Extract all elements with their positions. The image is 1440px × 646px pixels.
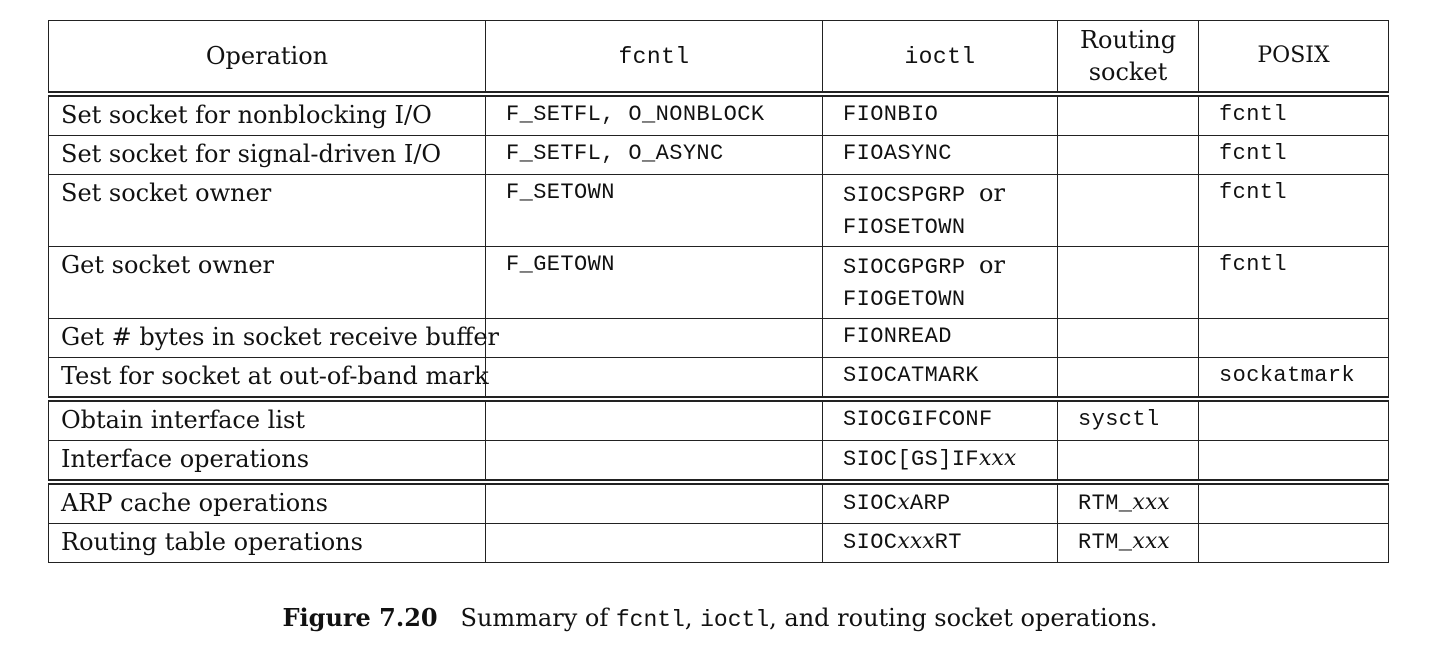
cell-fcntl: F_SETOWN	[485, 174, 823, 247]
ioctl-prefix: SIOC	[843, 491, 898, 516]
cell-posix: fcntl	[1198, 246, 1389, 319]
ioctl-prefix: SIOC[GS]IF	[843, 447, 980, 472]
cell-ioctl: SIOCGPGRP or FIOGETOWN	[822, 246, 1058, 319]
cell-fcntl	[485, 318, 823, 358]
cell-operation: ARP cache operations	[48, 479, 486, 524]
table-row: Interface operations SIOC[GS]IFxxx	[48, 440, 1389, 483]
table-row: Obtain interface list SIOCGIFCONF sysctl	[48, 396, 1389, 441]
table-header-row: Operation fcntl ioctl Routing socket POS…	[48, 20, 1389, 95]
header-posix: POSIX	[1198, 20, 1389, 95]
cell-fcntl: F_GETOWN	[485, 246, 823, 319]
cell-operation: Obtain interface list	[48, 396, 486, 441]
operations-table: Operation fcntl ioctl Routing socket POS…	[48, 20, 1389, 563]
cell-routing: RTM_xxx	[1057, 479, 1199, 524]
cell-posix: fcntl	[1198, 174, 1389, 247]
cell-ioctl: FIOASYNC	[822, 135, 1058, 175]
cell-posix: sockatmark	[1198, 357, 1389, 400]
cell-routing: sysctl	[1057, 396, 1199, 441]
ioctl-primary: SIOCSPGRP	[843, 183, 966, 208]
cell-routing: RTM_xxx	[1057, 523, 1199, 563]
cell-operation: Routing table operations	[48, 523, 486, 563]
cell-ioctl: SIOCSPGRP or FIOSETOWN	[822, 174, 1058, 247]
cell-fcntl: F_SETFL, O_ASYNC	[485, 135, 823, 175]
ioctl-or: or	[979, 251, 1005, 279]
cell-fcntl: F_SETFL, O_NONBLOCK	[485, 93, 823, 136]
cell-ioctl: SIOCxxxRT	[822, 523, 1058, 563]
cell-operation: Interface operations	[48, 440, 486, 483]
table-row: Set socket owner F_SETOWN SIOCSPGRP or F…	[48, 174, 1389, 247]
cell-ioctl: SIOCxARP	[822, 479, 1058, 524]
cell-operation: Set socket for signal-driven I/O	[48, 135, 486, 175]
cell-fcntl	[485, 357, 823, 400]
cell-posix: fcntl	[1198, 135, 1389, 175]
cell-ioctl: SIOCATMARK	[822, 357, 1058, 400]
table-row: Set socket for nonblocking I/O F_SETFL, …	[48, 93, 1389, 136]
cell-routing	[1057, 440, 1199, 483]
cell-fcntl	[485, 440, 823, 483]
cell-posix	[1198, 318, 1389, 358]
header-routing-line2: socket	[1088, 58, 1168, 86]
header-routing-socket: Routing socket	[1057, 20, 1199, 95]
ioctl-primary: SIOCGPGRP	[843, 255, 966, 280]
cell-operation: Get # bytes in socket receive buffer	[48, 318, 499, 358]
figure-label: Figure 7.20	[282, 603, 438, 632]
caption-text-after: , and routing socket operations.	[769, 604, 1158, 632]
cell-routing	[1057, 357, 1199, 400]
cell-operation: Set socket owner	[48, 174, 486, 247]
operations-table-container: Operation fcntl ioctl Routing socket POS…	[48, 20, 1389, 563]
cell-posix	[1198, 479, 1389, 524]
header-operation: Operation	[48, 20, 486, 95]
ioctl-prefix: SIOC	[843, 530, 898, 555]
cell-fcntl	[485, 396, 823, 441]
table-row: Routing table operations SIOCxxxRT RTM_x…	[48, 523, 1389, 563]
cell-operation: Get socket owner	[48, 246, 486, 319]
routing-italic: xxx	[1132, 529, 1170, 554]
ioctl-suffix: ARP	[909, 491, 951, 516]
cell-routing	[1057, 246, 1199, 319]
cell-ioctl: SIOCGIFCONF	[822, 396, 1058, 441]
cell-routing	[1057, 174, 1199, 247]
header-routing-line1: Routing	[1079, 26, 1177, 54]
cell-operation: Test for socket at out-of-band mark	[48, 357, 489, 400]
cell-posix	[1198, 440, 1389, 483]
cell-posix	[1198, 396, 1389, 441]
cell-ioctl: FIONREAD	[822, 318, 1058, 358]
table-row: Test for socket at out-of-band mark SIOC…	[48, 357, 1389, 400]
caption-separator: ,	[684, 604, 701, 632]
cell-routing	[1057, 93, 1199, 136]
routing-prefix: RTM_	[1078, 491, 1133, 516]
cell-ioctl: FIONBIO	[822, 93, 1058, 136]
cell-routing	[1057, 318, 1199, 358]
cell-routing	[1057, 135, 1199, 175]
cell-fcntl	[485, 479, 823, 524]
header-ioctl: ioctl	[822, 20, 1058, 95]
ioctl-alternate: FIOSETOWN	[843, 215, 966, 240]
header-fcntl: fcntl	[485, 20, 823, 95]
table-row: Set socket for signal-driven I/O F_SETFL…	[48, 135, 1389, 175]
ioctl-or: or	[979, 179, 1005, 207]
ioctl-italic: xxx	[979, 446, 1017, 471]
ioctl-italic: x	[897, 490, 910, 515]
cell-ioctl: SIOC[GS]IFxxx	[822, 440, 1058, 483]
ioctl-italic: xxx	[897, 529, 935, 554]
figure-caption: Figure 7.20 Summary of fcntl, ioctl, and…	[0, 601, 1440, 637]
cell-operation: Set socket for nonblocking I/O	[48, 93, 486, 136]
table-row: Get # bytes in socket receive buffer FIO…	[48, 318, 1389, 358]
ioctl-suffix: RT	[934, 530, 962, 555]
ioctl-alternate: FIOGETOWN	[843, 287, 966, 312]
cell-fcntl	[485, 523, 823, 563]
caption-text-before: Summary of	[460, 604, 616, 632]
routing-prefix: RTM_	[1078, 530, 1133, 555]
caption-code-ioctl: ioctl	[700, 607, 770, 633]
routing-italic: xxx	[1132, 490, 1170, 515]
caption-code-fcntl: fcntl	[615, 607, 685, 633]
table-row: Get socket owner F_GETOWN SIOCGPGRP or F…	[48, 246, 1389, 319]
cell-posix: fcntl	[1198, 93, 1389, 136]
table-row: ARP cache operations SIOCxARP RTM_xxx	[48, 479, 1389, 524]
cell-posix	[1198, 523, 1389, 563]
